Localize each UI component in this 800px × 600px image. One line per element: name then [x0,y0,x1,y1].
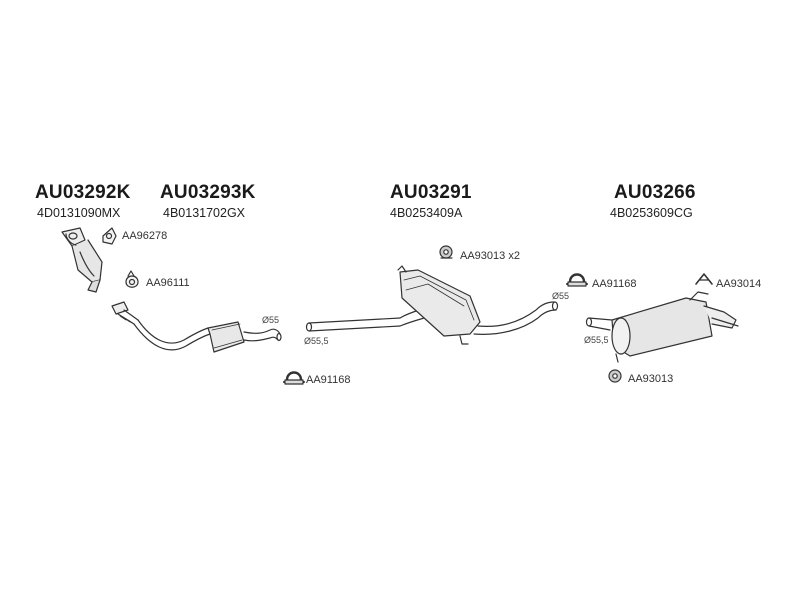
accessory-label-gasket-1: AA96278 [122,230,168,242]
accessory-label-hanger-2: AA93013 [628,373,674,385]
part-ref-catalyst-front: 4D0131090MX [37,206,121,220]
dimension-label-4: Ø55,5 [584,335,609,345]
dimension-label-1: Ø55 [262,315,280,325]
accessory-label-clamp-2: AA91168 [592,278,637,290]
part-code-rear-silencer: AU03266 [614,182,696,203]
accessory-label-hanger-1: AA93013 x2 [460,250,520,262]
part-code-catalyst: AU03293K [160,182,256,203]
rubber-hanger-icon-2 [608,369,622,383]
rubber-hanger-icon [439,245,453,259]
part-code-middle-silencer: AU03291 [390,182,472,203]
part-ref-catalyst: 4B0131702GX [163,206,246,220]
front-catalyst-icon [61,227,103,293]
catalyst-pipe-icon [111,301,282,353]
gasket-icon [102,227,117,245]
dimension-label-2: Ø55,5 [304,336,329,346]
middle-silencer-icon [305,265,559,345]
part-ref-rear-silencer: 4B0253609CG [610,206,693,220]
part-ref-middle-silencer: 4B0253409A [390,206,463,220]
dimension-label-3: Ø55 [552,291,570,301]
part-code-catalyst-front: AU03292K [35,182,131,203]
gasket-icon-2 [125,270,139,288]
clamp-icon [283,371,305,385]
rear-silencer-icon [585,291,739,363]
accessory-label-bracket: AA93014 [716,278,762,290]
accessory-label-gasket-2: AA96111 [146,277,190,289]
bracket-icon [695,273,713,285]
accessory-label-clamp-1: AA91168 [306,374,351,386]
clamp-icon-2 [566,273,588,287]
